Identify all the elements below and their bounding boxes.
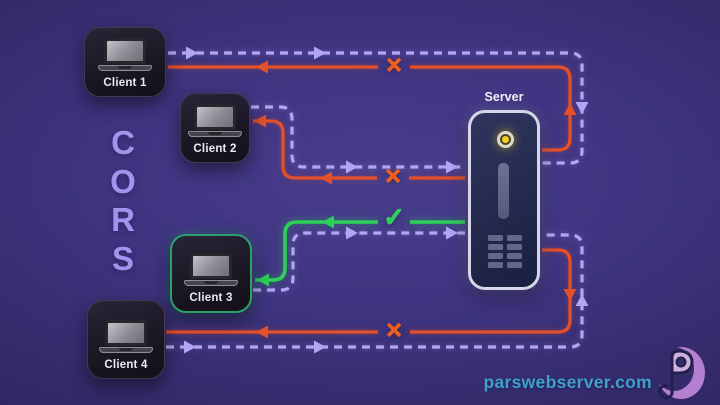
- laptop-icon: [188, 104, 242, 138]
- client-2-request-line: [251, 105, 465, 169]
- laptop-base: [99, 347, 153, 353]
- laptop-base: [188, 131, 242, 137]
- laptop-base: [184, 280, 238, 286]
- blocked-arrowhead: [563, 289, 577, 301]
- cors-title: CORS: [110, 124, 136, 277]
- server-vents: [488, 235, 522, 268]
- laptop-screen: [104, 38, 146, 64]
- client-4-box: Client 4: [87, 300, 165, 379]
- allowed-arrowhead: [257, 273, 269, 287]
- laptop-icon: [99, 320, 153, 354]
- laptop-screen: [105, 320, 147, 346]
- allowed-arrowhead: [322, 215, 334, 229]
- blocked-arrowhead: [320, 171, 332, 185]
- client-1-label: Client 1: [103, 77, 147, 89]
- client-3-response-line-2: [255, 220, 378, 282]
- laptop-base: [98, 65, 152, 71]
- blocked-x-icon-client2: ✕: [383, 164, 402, 189]
- request-arrowhead: [346, 226, 358, 240]
- request-arrowhead: [446, 226, 458, 240]
- server-box: [468, 110, 540, 290]
- allowed-check-icon-client3: ✓: [382, 202, 406, 233]
- parswebserver-logo-icon: [654, 347, 705, 400]
- request-arrowhead: [314, 46, 326, 60]
- blocked-x-icon-client4: ✕: [384, 318, 403, 343]
- laptop-screen: [190, 253, 232, 279]
- request-arrowhead: [346, 160, 358, 174]
- blocked-x-icon-client1: ✕: [384, 53, 403, 78]
- server-slot: [498, 163, 509, 219]
- request-arrowhead: [314, 340, 326, 354]
- client-4-label: Client 4: [104, 359, 148, 371]
- laptop-icon: [184, 253, 238, 287]
- client-3-box: Client 3: [170, 234, 252, 313]
- request-arrowhead: [575, 102, 589, 114]
- blocked-arrowhead: [254, 114, 266, 128]
- request-arrowhead: [446, 160, 458, 174]
- server-label: Server: [484, 90, 524, 104]
- laptop-icon: [98, 38, 152, 72]
- client-3-label: Client 3: [189, 292, 233, 304]
- client-3-request-line: [253, 231, 465, 292]
- request-arrowhead: [575, 294, 589, 306]
- client-1-box: Client 1: [84, 27, 166, 97]
- blocked-arrowhead: [256, 325, 268, 339]
- led-icon: [497, 131, 514, 148]
- brand-text: parswebserver.com: [483, 372, 652, 392]
- request-arrowhead: [184, 340, 196, 354]
- led-core: [500, 134, 511, 145]
- client-2-box: Client 2: [180, 93, 250, 163]
- laptop-screen: [194, 104, 236, 130]
- request-arrowhead: [186, 46, 198, 60]
- blocked-arrowhead: [256, 60, 268, 74]
- client-2-response-line-2: [253, 119, 377, 180]
- client-2-label: Client 2: [193, 143, 237, 155]
- blocked-arrowhead: [563, 103, 577, 115]
